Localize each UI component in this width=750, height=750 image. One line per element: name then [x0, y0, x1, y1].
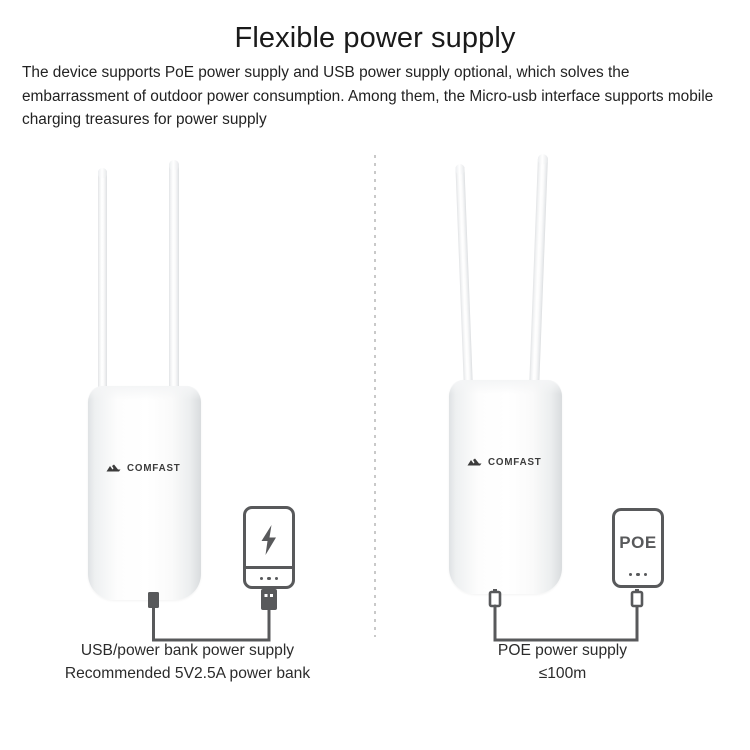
rj45-plug-injector-icon	[630, 590, 644, 608]
caption-poe-line1: POE power supply	[497, 642, 628, 659]
usb-illustration: COMFAST	[0, 140, 375, 660]
power-bank-indicator-dots	[246, 576, 292, 580]
antenna-right	[529, 153, 548, 391]
caption-usb-line2: Recommended 5V2.5A power bank	[64, 664, 311, 682]
power-bank-accessory	[243, 506, 295, 589]
device-body: COMFAST	[88, 386, 201, 600]
antenna-left	[455, 163, 473, 391]
antenna-left	[98, 168, 107, 396]
poe-injector-accessory: POE	[612, 508, 664, 588]
caption-poe-line2: ≤100m	[538, 664, 587, 682]
antenna-right	[169, 160, 179, 396]
brand-logo: COMFAST	[88, 462, 201, 474]
access-point-device-usb: COMFAST	[76, 148, 226, 618]
usb-a-plug-icon	[261, 589, 277, 610]
page-description: The device supports PoE power supply and…	[22, 64, 714, 129]
brand-logo-text: COMFAST	[488, 456, 542, 468]
access-point-device-poe: COMFAST	[437, 142, 587, 612]
comfast-chevron-icon	[106, 464, 121, 471]
lightning-bolt-icon	[261, 525, 276, 555]
device-body: COMFAST	[449, 380, 562, 594]
comfast-chevron-icon	[467, 458, 482, 465]
poe-illustration: COMFAST POE	[375, 140, 750, 660]
poe-label: POE	[619, 533, 657, 552]
caption-usb-line1: USB/power bank power supply	[80, 642, 295, 659]
caption-usb: USB/power bank power supply Recommended …	[0, 640, 375, 685]
panel-poe-power-supply: COMFAST POE POE power supply ≤100m	[375, 140, 750, 700]
vertical-dotted-divider	[374, 155, 376, 637]
brand-logo-text: COMFAST	[127, 462, 181, 474]
caption-poe: POE power supply ≤100m	[375, 640, 750, 685]
brand-logo: COMFAST	[449, 456, 562, 468]
panel-usb-power-supply: COMFAST	[0, 140, 375, 700]
header: Flexible power supply The device support…	[0, 0, 750, 132]
poe-indicator-dots	[615, 572, 661, 576]
page-title: Flexible power supply	[234, 22, 516, 54]
power-bank-divider	[246, 566, 292, 569]
